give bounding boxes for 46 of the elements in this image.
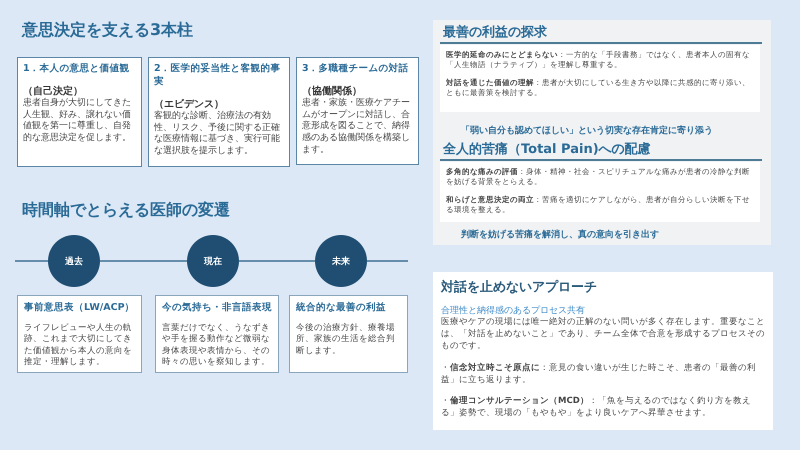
timeline-line (367, 260, 408, 262)
timeline-card (17, 295, 142, 373)
timeline-line (239, 260, 315, 262)
timeline-label: 未来 (332, 255, 350, 268)
section-title: 時間軸でとらえる医師の変遷 (22, 200, 230, 221)
pillar-heading: 1．本人の意思と価値観 (23, 62, 131, 75)
card-text: 今後の治療方針、療養場所、家族の生活を総合判断します。 (296, 323, 396, 358)
pillar-subheading: （自己決定） (23, 84, 84, 98)
bullet-text: ・信念対立時こそ原点に：意見の食い違いが生じた時こそ、患者の「最善の利益」に立ち返ります。 (441, 362, 757, 386)
paragraph: 医療やケアの現場には唯一絶対の正解のない問いが多く存在します。重要なことは、「対話を止めないこと」であり、チーム全体で合意を形成するプロセスそのものです。 (441, 317, 765, 353)
timeline-label: 過去 (65, 255, 83, 268)
pillar-subheading: （協働関係） (302, 84, 363, 98)
pillar-text: 患者・家族・医療ケアチームがオープンに対話し、合意形成を図ることで、納得感のある協働関係を構築します。 (302, 98, 411, 156)
pillar-text: 患者自身が大切にしてきた人生観、好み、譲れない価値観を第一に尊重し、自発的な意思決定を促します。 (23, 98, 132, 145)
pillar-text: 客観的な診断、治療法の有効性、リスク、予後に関する正確な医療情報に基づき、実行可能な選択肢を提示します。 (154, 111, 281, 158)
timeline-circle (187, 235, 239, 287)
panel-heading: 最善の利益の探求 (443, 24, 547, 41)
timeline-label: 現在 (204, 256, 222, 268)
card-text: 言葉だけでなく、うなずきや手を握る動作など微弱な身体表現や表情から、その時々の思いを察知します。 (162, 323, 271, 369)
pillar-heading: 3．多職種チームの対話 (302, 62, 410, 75)
panel-subheading: 合理性と納得感のあるプロセス共有 (441, 304, 586, 316)
callout-text: 「弱い自分も認めてほしい」という切実な存在肯定に寄り添う (461, 124, 713, 137)
timeline-line (100, 260, 187, 262)
pillar-heading: 2．医学的妥当性と客観的事実 (154, 62, 282, 88)
pillar-box (17, 57, 142, 167)
panel-background (433, 20, 771, 245)
timeline-circle (48, 235, 100, 287)
timeline-line (15, 260, 48, 262)
card-heading: 今の気持ち・非言語表現 (162, 301, 272, 314)
timeline-card (155, 295, 279, 373)
content-box (440, 162, 760, 222)
panel-heading: 対話を止めないアプローチ (441, 278, 598, 296)
approach-panel (433, 272, 773, 430)
pillar-box (148, 57, 290, 167)
pillar-subheading: （エビデンス） (154, 98, 225, 110)
content-box (440, 45, 760, 112)
panel-heading: 全人的苦痛（Total Pain)への配慮 (443, 140, 651, 158)
timeline-card (289, 295, 408, 373)
section-title: 意思決定を支える3本柱 (22, 20, 194, 41)
callout-text: 判断を妨げる苦痛を解消し、真の意向を引き出す (461, 228, 659, 241)
timeline-circle (315, 235, 367, 287)
card-heading: 統合的な最善の利益 (296, 301, 387, 314)
card-text: ライフレビューや人生の軌跡、これまで大切にしてきた価値観から本人の意向を推定・理解します。 (24, 323, 133, 369)
bullet-text: ・倫理コンサルテーション（MCD）：「魚を与えるのではなく釣り方を教える」姿勢で、現場の「もやもや」をより良いケアへ昇華させます。 (441, 396, 752, 420)
pillar-box (296, 57, 419, 165)
card-heading: 事前意思表（LW/ACP） (24, 301, 135, 314)
